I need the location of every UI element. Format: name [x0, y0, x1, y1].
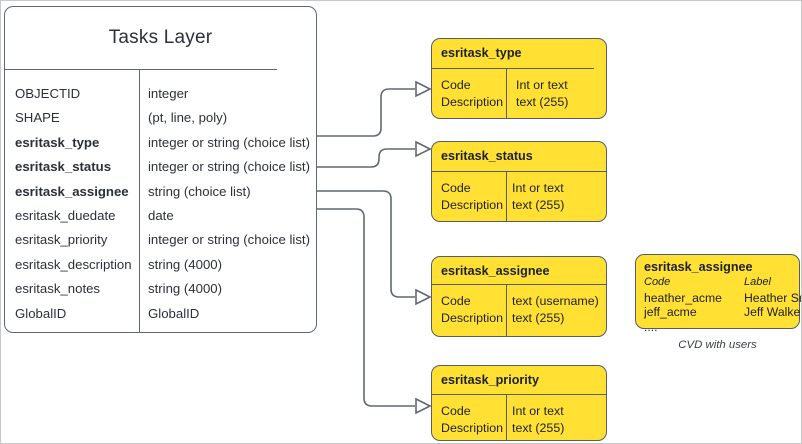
field-row[interactable]: GlobalID GlobalID: [5, 306, 316, 330]
domain-column-divider: [506, 394, 507, 440]
field-name: SHAPE: [15, 110, 60, 126]
field-name: OBJECTID: [15, 86, 81, 101]
domain-right-row: text (255): [512, 421, 565, 435]
domain-left-row: Description: [441, 95, 503, 109]
field-type: date: [148, 207, 174, 223]
field-name: esritask_notes: [15, 281, 101, 297]
domain-right-row: text (username): [512, 294, 599, 308]
cvd-header-label: Label: [744, 276, 771, 288]
field-row[interactable]: SHAPE (pt, line, poly): [5, 110, 316, 134]
cvd-label: Jeff Walker: [744, 305, 802, 320]
field-type: string (4000): [148, 281, 223, 297]
connector-to-status: [317, 140, 432, 168]
cvd-header-code: Code: [644, 276, 671, 288]
cvd-sample-box[interactable]: esritask_assignee Code Label heather_acme H…: [635, 254, 802, 334]
field-type: integer or string (choice list): [148, 134, 310, 150]
cvd-label: Heather Smith: [744, 290, 801, 305]
domain-left-row: Description: [441, 421, 503, 435]
domain-left-row: Description: [441, 311, 503, 325]
field-row[interactable]: esritask_description string (4000): [5, 257, 316, 281]
domain-right-row: Int or text: [512, 404, 564, 418]
field-name: GlobalID: [15, 305, 67, 321]
entity-title: Tasks Layer: [108, 27, 213, 48]
domain-title: esritask_status: [441, 149, 533, 163]
field-name: esritask_description: [15, 256, 132, 272]
field-name: esritask_type: [15, 134, 100, 150]
field-type: (pt, line, poly): [148, 110, 228, 126]
header-divider: [5, 69, 277, 70]
field-row[interactable]: esritask_assignee string (choice list): [5, 184, 316, 208]
cvd-code: heather_acme: [644, 290, 722, 305]
cvd-caption: CVD with users: [678, 339, 757, 351]
domain-left-col: Code Description: [441, 77, 503, 111]
field-name: esritask_priority: [15, 232, 108, 248]
domain-box-assignee[interactable]: esritask_assignee Code Description text …: [431, 256, 607, 337]
domain-left-col: Code Description: [441, 403, 503, 437]
domain-right-col: text (username) text (255): [512, 293, 599, 327]
domain-header-divider: [432, 394, 606, 395]
domain-right-col: Int or text text (255): [516, 77, 568, 111]
field-type: string (4000): [148, 256, 223, 272]
domain-column-divider: [506, 68, 507, 118]
field-row[interactable]: esritask_notes string (4000): [5, 281, 316, 305]
field-row[interactable]: OBJECTID integer: [5, 86, 316, 110]
connector-to-type: [317, 80, 432, 137]
domain-header-divider: [432, 68, 594, 69]
field-type: integer or string (choice list): [148, 159, 310, 175]
column-divider: [139, 69, 140, 332]
domain-column-divider: [506, 284, 507, 336]
field-row[interactable]: esritask_duedate date: [5, 208, 316, 232]
domain-column-divider: [506, 171, 507, 221]
domain-right-row: text (255): [512, 311, 565, 325]
domain-box-status[interactable]: esritask_status Code Description Int or …: [431, 141, 607, 222]
domain-title: esritask_type: [441, 46, 522, 60]
field-type: integer or string (choice list): [148, 232, 310, 248]
domain-left-row: Code: [441, 78, 471, 92]
field-type: string (choice list): [148, 183, 251, 199]
domain-right-row: text (255): [516, 95, 569, 109]
domain-left-row: Code: [441, 404, 471, 418]
domain-right-col: Int or text text (255): [512, 403, 564, 437]
domain-header-divider: [432, 171, 606, 172]
field-name: esritask_duedate: [15, 207, 116, 223]
field-type: integer: [148, 86, 189, 101]
connector-to-priority: [317, 208, 432, 415]
domain-right-row: Int or text: [516, 78, 568, 92]
domain-left-col: Code Description: [441, 293, 503, 327]
domain-left-row: Code: [441, 294, 471, 308]
connector-to-assignee: [317, 190, 432, 306]
domain-title: esritask_priority: [441, 373, 540, 387]
cvd-code: jeff_acme: [644, 305, 697, 320]
field-row[interactable]: esritask_priority integer or string (choi…: [5, 232, 316, 256]
cvd-title: esritask_assignee: [644, 260, 753, 274]
domain-left-row: Description: [441, 198, 503, 212]
domain-box-type[interactable]: esritask_type Code Description Int or te…: [431, 38, 607, 119]
field-name: esritask_status: [15, 159, 112, 175]
field-row[interactable]: esritask_type integer or string (choice l…: [5, 135, 316, 159]
domain-right-row: text (255): [512, 198, 565, 212]
cvd-code: ....: [644, 319, 658, 334]
field-row[interactable]: esritask_status integer or string (choice…: [5, 159, 316, 183]
field-type: GlobalID: [148, 305, 200, 321]
domain-title: esritask_assignee: [441, 264, 550, 278]
domain-left-row: Code: [441, 181, 471, 195]
domain-right-col: Int or text text (255): [512, 180, 564, 214]
field-name: esritask_assignee: [15, 183, 129, 199]
domain-right-row: Int or text: [512, 181, 564, 195]
domain-box-priority[interactable]: esritask_priority Code Description Int o…: [431, 365, 607, 441]
domain-left-col: Code Description: [441, 180, 503, 214]
domain-header-divider: [432, 284, 606, 285]
